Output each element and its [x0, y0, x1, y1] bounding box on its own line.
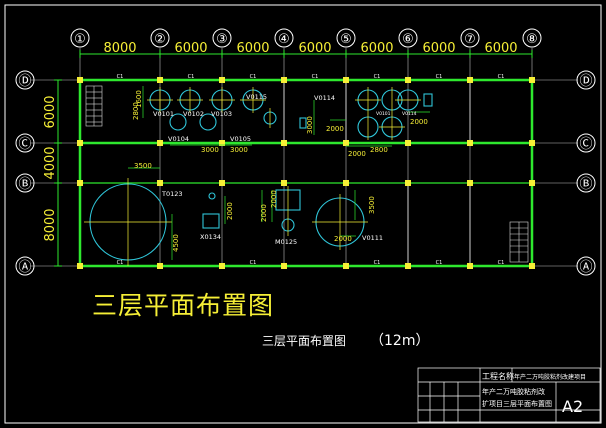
columns [77, 77, 535, 269]
building-walls [78, 78, 534, 268]
title-block-drawing-name-2: 扩项目三层平面布置图 [482, 399, 552, 408]
dim-3500a: 3500 [134, 162, 152, 170]
axis-label-D-right: Ⓓ [579, 74, 592, 89]
dim-side-3: 8000 [43, 208, 58, 241]
title-block-project-label: 工程名称 [482, 371, 514, 381]
axis-label-8: ⑧ [526, 32, 538, 47]
dim-2000c: 2000 [410, 118, 428, 126]
axis-label-B-left: Ⓑ [18, 177, 31, 192]
dim-2000d: 2000 [226, 202, 234, 220]
dim-2000e: 2000 [260, 204, 268, 222]
dim-top-5: 6000 [360, 41, 393, 56]
dim-top-1: 8000 [103, 41, 136, 56]
dim-3500b: 3500 [368, 196, 376, 214]
tank-centerlines-ul [147, 87, 271, 128]
label-v0104: V0104 [168, 135, 189, 143]
axis-label-7: ⑦ [464, 32, 476, 47]
axis-label-A-left: Ⓐ [18, 260, 31, 275]
dim-2000g: 2000 [334, 235, 352, 243]
stair-bottom-right [509, 221, 529, 263]
dim-top-7: 6000 [484, 41, 517, 56]
title-block-project-name: 年产二万吨胶粘剂改建项目 [514, 373, 586, 381]
subtitle-scale: （12m） [370, 333, 430, 349]
dim-3000b: 3000 [230, 146, 248, 154]
interior-dimension-lines [128, 86, 430, 260]
dim-2000a: 2000 [326, 125, 344, 133]
dim-3000a: 3000 [201, 146, 219, 154]
column-tag: C1 [498, 74, 505, 80]
label-x0134: X0134 [200, 233, 221, 241]
title-block [417, 367, 601, 423]
column-tag: C1 [250, 74, 257, 80]
dim-top-2: 6000 [174, 41, 207, 56]
top-dimension-line [79, 50, 533, 58]
axis-label-2: ② [154, 32, 166, 47]
axis-label-3: ③ [216, 32, 228, 47]
title-block-drawing-name-1: 年产二万吨胶粘剂改 [482, 387, 545, 396]
axis-label-C-right: Ⓒ [579, 137, 592, 152]
column-tag: C1 [436, 260, 443, 266]
drawing-title: 三层平面布置图 [92, 291, 275, 320]
axis-label-6: ⑥ [402, 32, 414, 47]
axis-label-D-left: Ⓓ [18, 74, 31, 89]
column-tag: C1 [312, 74, 319, 80]
column-tag: C1 [117, 74, 124, 80]
tank-centerlines-ur [355, 87, 421, 140]
axis-label-C-left: Ⓒ [18, 137, 31, 152]
axis-label-4: ④ [278, 32, 290, 47]
label-v0101: V0101 [153, 110, 174, 118]
dim-2000b: 2000 [348, 150, 366, 158]
label-v0102: V0102 [183, 110, 204, 118]
column-tag: C1 [374, 260, 381, 266]
axis-bubbles-top [70, 28, 542, 48]
label-small-2: V0114 [402, 111, 417, 117]
dim-1600: 1600 [135, 90, 143, 108]
dim-top-4: 6000 [298, 41, 331, 56]
title-block-size: A2 [562, 397, 583, 416]
label-t0123: T0123 [161, 190, 183, 198]
tank-centerlines-lower [84, 178, 368, 266]
label-v0114: V0114 [314, 94, 335, 102]
label-v0111: V0111 [362, 234, 383, 242]
dim-3000c: 3000 [306, 116, 314, 134]
dim-4500: 4500 [172, 234, 180, 252]
dim-side-1: 6000 [43, 95, 58, 128]
label-v0115: V0115 [246, 93, 267, 101]
stair-top-left [85, 85, 103, 127]
axis-label-B-right: Ⓑ [579, 177, 592, 192]
label-v0103: V0103 [211, 110, 232, 118]
column-tag: C1 [188, 74, 195, 80]
subtitle-text: 三层平面布置图 [262, 334, 347, 348]
column-tag: C1 [374, 74, 381, 80]
dim-top-6: 6000 [422, 41, 455, 56]
left-dimension-line [54, 79, 62, 267]
column-tag: C1 [117, 260, 124, 266]
axis-label-5: ⑤ [340, 32, 352, 47]
label-v0105: V0105 [230, 135, 251, 143]
dim-side-2: 4000 [43, 146, 58, 179]
column-tag: C1 [250, 260, 257, 266]
interior-partitions [283, 80, 471, 266]
dim-2800a: 2800 [132, 102, 140, 120]
drawing-subtitle: 三层平面布置图 （12m） [262, 330, 429, 350]
label-small-1: V0101 [376, 111, 391, 117]
dim-top-3: 6000 [236, 41, 269, 56]
axis-label-A-right: Ⓐ [579, 260, 592, 275]
column-tag: C1 [498, 260, 505, 266]
label-m0125: M0125 [275, 238, 297, 246]
dim-2000f: 2000 [270, 190, 278, 208]
dim-2800b: 2800 [370, 146, 388, 154]
axis-label-1: ① [74, 32, 86, 47]
column-tag: C1 [436, 74, 443, 80]
axis-bubbles-side [15, 70, 596, 276]
drawing-frame [4, 4, 602, 424]
